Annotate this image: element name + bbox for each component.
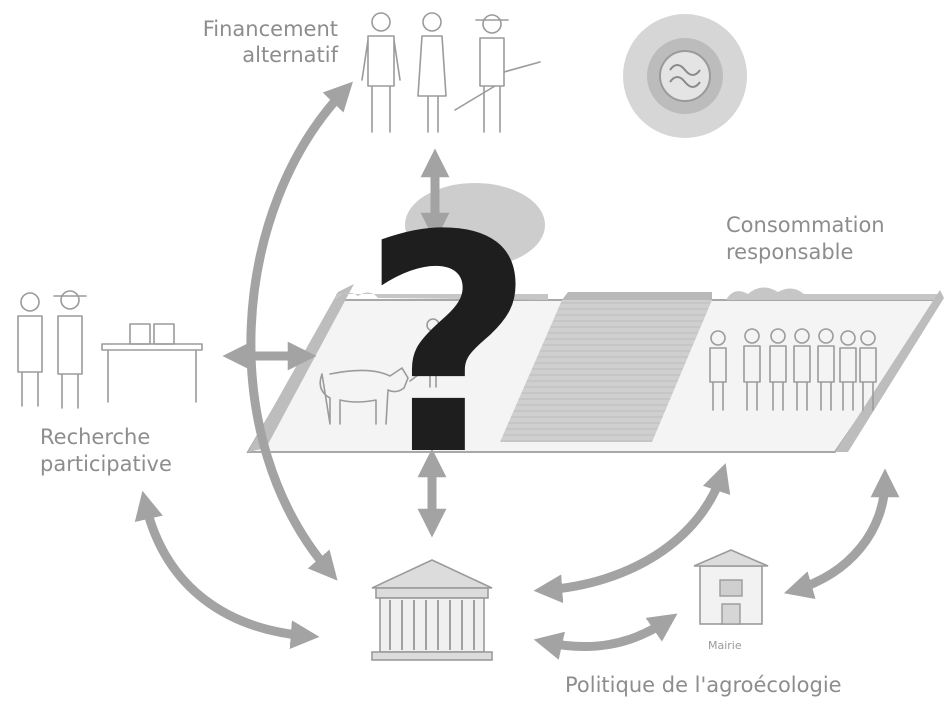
sun-seal-icon — [623, 14, 747, 138]
arrow-mairie-institution — [533, 613, 678, 660]
question-mark: ? — [361, 172, 535, 521]
institution-building-icon — [371, 559, 493, 661]
mairie-label: Mairie — [708, 639, 742, 652]
researchers-icon — [17, 290, 203, 409]
label-recherche-line1: Recherche — [40, 425, 150, 449]
label-consommation-line2: responsable — [726, 240, 853, 264]
arrow-recherche-institution — [134, 490, 320, 650]
arrow-consommation-institution — [533, 463, 731, 604]
relationship-arrows — [134, 81, 900, 660]
label-politique: Politique de l'agroécologie — [565, 673, 842, 697]
label-recherche-line2: participative — [40, 452, 172, 476]
label-consommation-line1: Consommation — [726, 213, 885, 237]
label-financement-line1: Financement — [203, 17, 338, 41]
mairie-building-icon — [693, 549, 769, 625]
label-financement-line2: alternatif — [242, 43, 338, 67]
people-group-financement-icon — [361, 12, 541, 133]
farmer-icon — [409, 318, 440, 388]
arrow-consommation-mairie — [783, 468, 900, 599]
farm-field — [246, 183, 944, 453]
consumers-group-icon — [709, 328, 877, 411]
